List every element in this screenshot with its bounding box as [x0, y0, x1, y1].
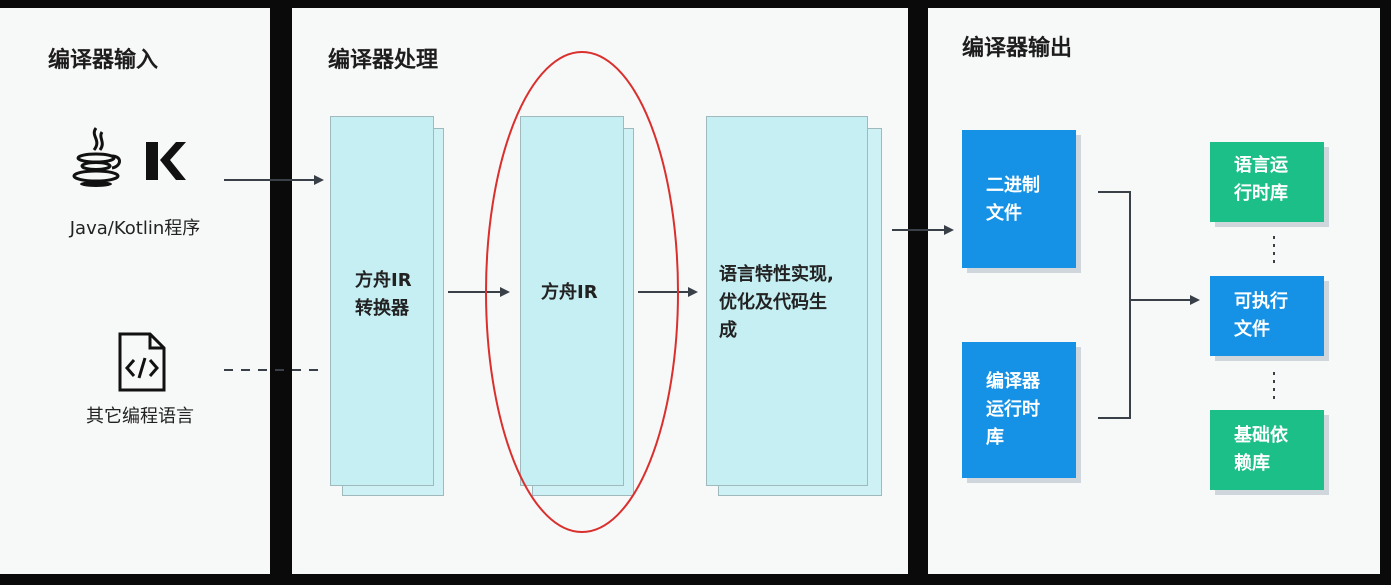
output-panel-title: 编译器输出 [962, 36, 1073, 61]
java-kotlin-label: Java/Kotlin程序 [69, 218, 201, 239]
exec-line-2: 文件 [1234, 319, 1270, 340]
executable-file-box: 可执行 文件 [1210, 276, 1324, 356]
converter-line-1: 方舟IR [355, 270, 412, 291]
language-runtime-box: 语言运 行时库 [1210, 142, 1324, 222]
codegen-line-3: 成 [719, 320, 737, 341]
lang-runtime-line-1: 语言运 [1234, 155, 1288, 176]
runtime-line-1: 编译器 [986, 371, 1040, 392]
input-panel-title: 编译器输入 [48, 48, 159, 73]
ir-box: 方舟IR [520, 116, 624, 486]
input-panel [0, 8, 270, 574]
converter-line-2: 转换器 [355, 298, 409, 319]
deps-line-2: 赖库 [1234, 453, 1270, 474]
codegen-box: 语言特性实现, 优化及代码生 成 [706, 116, 868, 486]
binary-line-2: 文件 [986, 203, 1022, 224]
runtime-line-3: 库 [986, 427, 1004, 448]
codegen-line-2: 优化及代码生 [719, 292, 827, 313]
runtime-line-2: 运行时 [986, 399, 1040, 420]
compiler-runtime-box: 编译器 运行时 库 [962, 342, 1076, 478]
ir-label: 方舟IR [541, 282, 598, 303]
ir-highlight-ellipse [485, 51, 679, 533]
lang-runtime-line-2: 行时库 [1234, 183, 1288, 204]
binary-file-box: 二进制 文件 [962, 130, 1076, 268]
other-languages-label: 其它编程语言 [86, 406, 194, 427]
binary-line-1: 二进制 [986, 175, 1040, 196]
base-deps-box: 基础依 赖库 [1210, 410, 1324, 490]
code-file-icon [118, 332, 166, 392]
converter-box: 方舟IR 转换器 [330, 116, 434, 486]
process-panel-title: 编译器处理 [328, 48, 439, 73]
deps-line-1: 基础依 [1234, 425, 1288, 446]
output-bracket [1098, 191, 1131, 419]
java-icon [72, 127, 121, 187]
codegen-line-1: 语言特性实现, [719, 264, 834, 285]
exec-line-1: 可执行 [1234, 291, 1288, 312]
kotlin-icon [146, 142, 186, 180]
